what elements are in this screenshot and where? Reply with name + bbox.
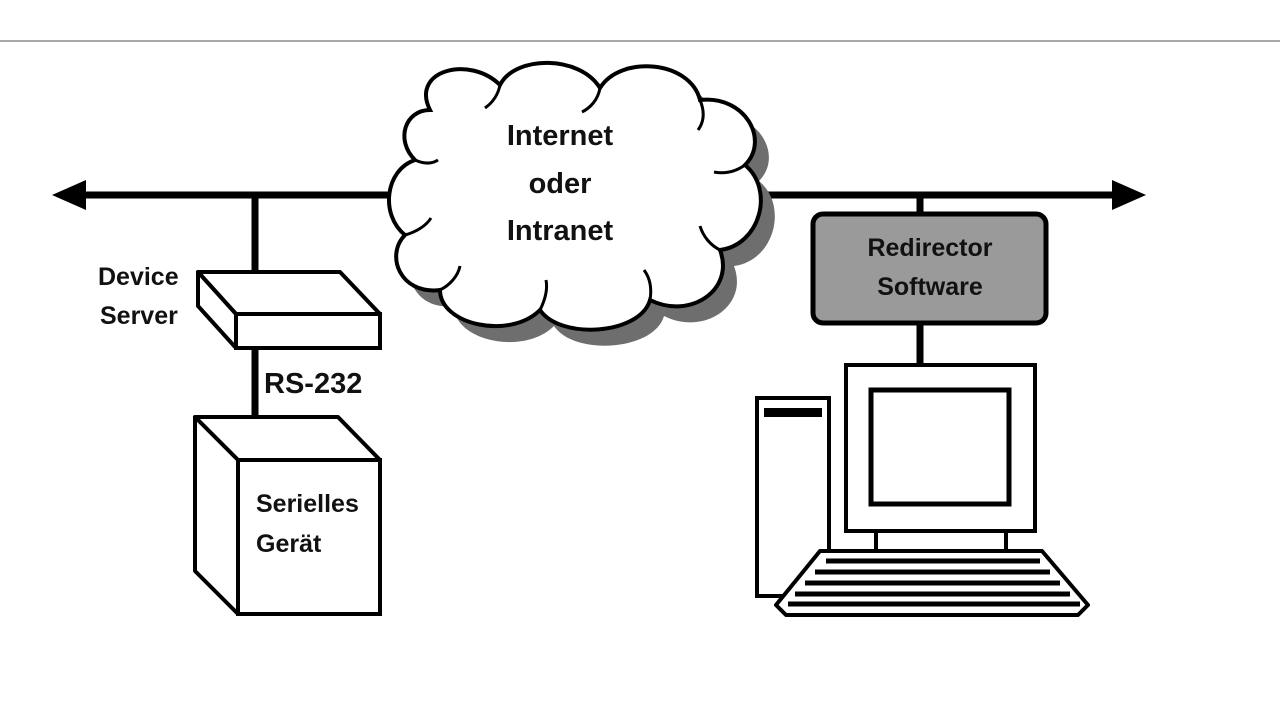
device-server-label-line1: Device xyxy=(98,263,179,291)
cloud-curl xyxy=(698,225,721,252)
cloud-label-line1: Internet xyxy=(507,120,614,152)
redirector-label-line1: Redirector xyxy=(867,234,992,262)
left-arrowhead xyxy=(52,180,86,210)
cloud-body xyxy=(387,60,763,332)
serial-device-front xyxy=(236,458,382,616)
cloud-curl xyxy=(538,279,549,311)
cloud-curl xyxy=(484,84,502,110)
cloud-curl xyxy=(696,99,705,131)
cloud-label-line3: Intranet xyxy=(507,215,614,247)
cloud-curl xyxy=(414,158,439,165)
device-server-front xyxy=(234,312,382,350)
internet-cloud: Internet oder Intranet xyxy=(387,60,775,346)
serial-device-box xyxy=(193,415,382,616)
rs232-label: RS-232 xyxy=(264,368,362,400)
tower-drive-slot xyxy=(764,408,822,417)
serial-device-label-line2: Gerät xyxy=(256,530,322,558)
cloud-curl xyxy=(642,269,653,301)
cloud-curl xyxy=(439,265,462,292)
cloud-curl xyxy=(713,163,746,175)
right-arrowhead xyxy=(1112,180,1146,210)
network-line-left xyxy=(52,180,420,210)
monitor-stand xyxy=(874,529,1008,553)
computer-icon xyxy=(755,363,1090,617)
device-server-box xyxy=(196,270,382,350)
redirector-software-box xyxy=(810,211,1049,326)
network-line-right xyxy=(740,180,1146,210)
monitor-screen xyxy=(868,387,1012,507)
serial-device-label-line1: Serielles xyxy=(256,490,359,518)
device-server-label-line2: Server xyxy=(100,302,178,330)
cloud-curl xyxy=(404,217,433,237)
cloud-label-line2: oder xyxy=(529,168,592,200)
cloud-curl xyxy=(581,87,602,114)
redirector-label-line2: Software xyxy=(877,273,983,301)
keyboard-keys xyxy=(788,558,1080,607)
